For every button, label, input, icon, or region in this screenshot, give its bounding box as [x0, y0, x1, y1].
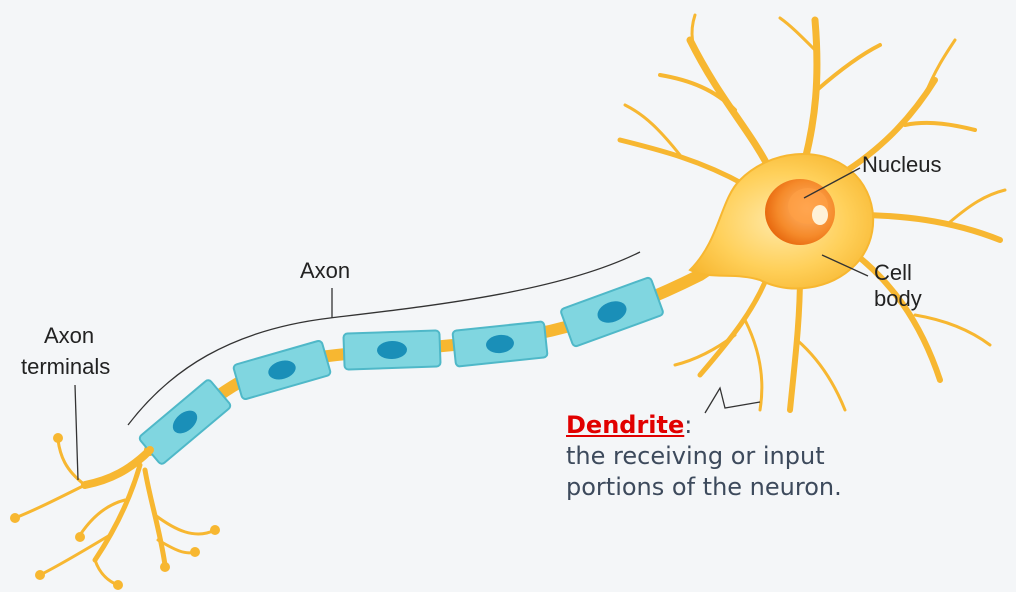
dendrite-branch	[675, 335, 735, 365]
dendrite-branch	[925, 40, 955, 95]
definition-text-line1: the receiving or input	[566, 441, 1006, 472]
dendrite-definition: Dendrite: the receiving or input portion…	[566, 410, 1006, 504]
cell-body-label-line2: body	[874, 286, 922, 311]
axon-terminals-leader-line	[75, 385, 78, 480]
axon-label: Axon	[300, 258, 350, 283]
dendrite-branch	[745, 320, 762, 410]
definition-text-line2: portions of the neuron.	[566, 472, 1006, 503]
dendrite-branch	[905, 123, 975, 130]
axon-terminals-label-line1: Axon	[44, 323, 94, 348]
dendrite-branch	[950, 190, 1005, 222]
nucleus-label: Nucleus	[862, 152, 941, 177]
nucleus	[765, 179, 835, 245]
axon-terminal-boutons	[10, 433, 220, 590]
dendrite-branch	[620, 140, 745, 185]
myelin-sheath	[343, 330, 440, 369]
cell-body-label-line1: Cell	[874, 260, 912, 285]
myelin-sheath	[233, 340, 331, 400]
axon-terminals	[15, 440, 215, 585]
myelin-sheath	[560, 277, 664, 347]
dendrite-branch	[780, 18, 815, 50]
axon-terminals-label-line2: terminals	[21, 354, 110, 379]
dendrite-branch	[817, 45, 880, 90]
definition-colon: :	[684, 411, 692, 439]
dendrite-branch	[855, 215, 1000, 240]
myelin-sheath	[452, 321, 547, 366]
dendrite-branch	[797, 340, 845, 410]
definition-term: Dendrite	[566, 411, 684, 439]
